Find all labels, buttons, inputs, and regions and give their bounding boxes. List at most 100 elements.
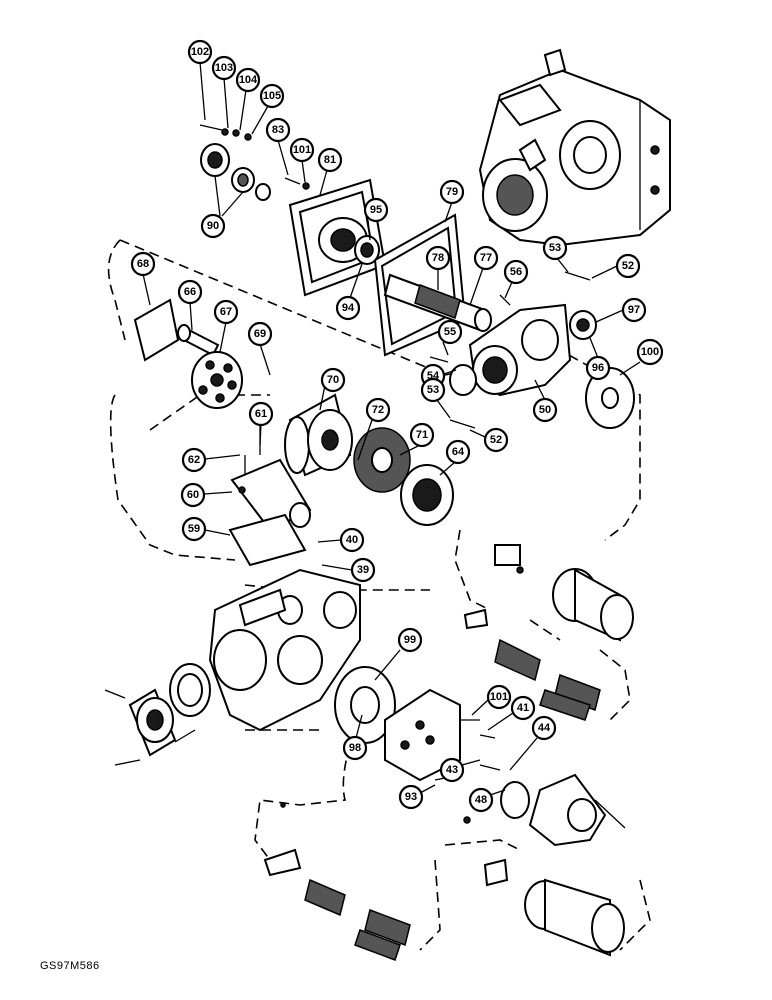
callout-circle [235, 67, 261, 93]
figure-code: GS97M586 [40, 960, 100, 972]
hydraulic-pump-assembly [478, 48, 671, 247]
swashplate-housing [449, 303, 597, 397]
callout-label: 68 [137, 258, 149, 270]
callout-circle [510, 695, 536, 721]
callout-circle [445, 439, 471, 465]
callout-circle [213, 299, 239, 325]
callout-circle [350, 557, 376, 583]
callout-circle [180, 482, 206, 508]
dashed-group-boundaries [107, 239, 651, 951]
callout-circle [363, 197, 389, 223]
callout-label: 59 [188, 523, 200, 535]
callout-label: 52 [622, 260, 634, 272]
callout-circle [335, 295, 361, 321]
cylinder-block [284, 393, 353, 477]
callout-label: 61 [255, 408, 267, 420]
bearings [200, 143, 380, 265]
callout-circle [425, 245, 451, 271]
swash-plate [400, 464, 454, 526]
callout-label: 50 [539, 404, 551, 416]
callout-label: 72 [372, 404, 384, 416]
relief-valve [500, 773, 607, 847]
callout-circle [398, 784, 424, 810]
callout-circle [248, 401, 274, 427]
callout-circle [289, 137, 315, 163]
callout-label: 103 [215, 62, 233, 74]
callout-circle [585, 355, 611, 381]
callout-label: 48 [475, 794, 487, 806]
small-fasteners [104, 124, 626, 829]
bottom-servo-assembly [263, 848, 625, 961]
callout-label: 67 [220, 306, 232, 318]
callout-circle [473, 245, 499, 271]
callout-circle [409, 422, 435, 448]
callout-label: 39 [357, 564, 369, 576]
callout-label: 104 [239, 74, 258, 86]
callout-circle [200, 213, 226, 239]
callout-label: 90 [207, 220, 219, 232]
callout-label: 56 [510, 266, 522, 278]
callout-circle [342, 735, 368, 761]
callout-circle [187, 39, 213, 65]
callout-circle [397, 627, 423, 653]
callout-label: 43 [446, 764, 458, 776]
callout-circle [621, 297, 647, 323]
callout-circle [181, 447, 207, 473]
callout-circle [177, 279, 203, 305]
valve-gasket [228, 513, 307, 567]
callout-label: 53 [427, 384, 439, 396]
callout-label: 60 [187, 489, 199, 501]
callout-circle [437, 319, 463, 345]
flange-seal [128, 663, 211, 757]
callout-label: 81 [324, 154, 336, 166]
callout-circle [542, 235, 568, 261]
wear-plate [133, 298, 180, 362]
callout-label: 41 [517, 702, 529, 714]
callout-label: 55 [444, 326, 456, 338]
callout-label: 52 [490, 434, 502, 446]
servo-piston-assembly [463, 544, 634, 721]
callout-label: 100 [641, 346, 659, 358]
callout-circle [615, 253, 641, 279]
callout-circle [320, 367, 346, 393]
callout-label: 53 [549, 242, 561, 254]
callout-label: 105 [263, 90, 281, 102]
callout-circle [339, 527, 365, 553]
piston-shoe-plate [353, 427, 411, 493]
callout-circle [503, 259, 529, 285]
callout-circle [636, 338, 664, 366]
callout-label: 77 [480, 252, 492, 264]
control-valve [230, 458, 312, 532]
callout-label: 78 [432, 252, 444, 264]
callout-label: 62 [188, 454, 200, 466]
callout-label: 98 [349, 742, 361, 754]
callout-label: 71 [416, 429, 428, 441]
pin [177, 324, 220, 357]
callout-label: 99 [404, 634, 416, 646]
callout-circle [130, 251, 156, 277]
callout-label: 102 [191, 46, 209, 58]
callout-circle [259, 83, 285, 109]
callout-label: 94 [342, 302, 355, 314]
callout-circle [265, 117, 291, 143]
callout-circle [365, 397, 391, 423]
callout-label: 93 [405, 791, 417, 803]
callout-circle [317, 147, 343, 173]
callout-label: 97 [628, 304, 640, 316]
callout-label: 101 [490, 691, 508, 703]
callout-label: 64 [452, 446, 465, 458]
main-housing [208, 568, 361, 732]
callout-circle [439, 757, 465, 783]
thrust-washer [585, 367, 635, 429]
callout-label: 70 [327, 374, 339, 386]
callout-label: 95 [370, 204, 382, 216]
callout-label: 83 [272, 124, 284, 136]
callout-circle [181, 516, 207, 542]
port-plate [191, 351, 243, 409]
callout-circle [247, 321, 273, 347]
callout-circle [468, 787, 494, 813]
callout-circle [531, 715, 557, 741]
callout-label: 96 [592, 362, 604, 374]
callout-circle [420, 377, 446, 403]
